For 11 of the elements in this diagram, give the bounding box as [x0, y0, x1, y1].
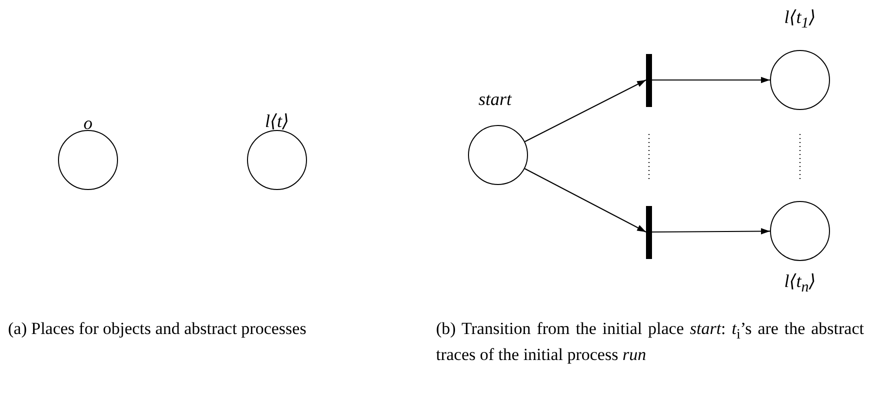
- place-label: l⟨t$_{n}$⟩: [784, 272, 816, 296]
- arrow: [524, 80, 646, 142]
- subfigure-caption: (a) Places for objects and abstract processes: [8, 318, 308, 340]
- subfigure-caption: (b) Transition from the initial place start: t$_{i}$’s are the abstract traces of the initial process run: [436, 318, 864, 366]
- arrow: [652, 76, 770, 84]
- place-label: l⟨t⟩: [264, 112, 290, 130]
- arrow: [524, 168, 646, 232]
- arrow: [652, 228, 770, 234]
- place-label: l⟨t$_{1}$⟩: [784, 8, 816, 32]
- place-label: o: [84, 114, 92, 132]
- place-label: start: [478, 90, 512, 108]
